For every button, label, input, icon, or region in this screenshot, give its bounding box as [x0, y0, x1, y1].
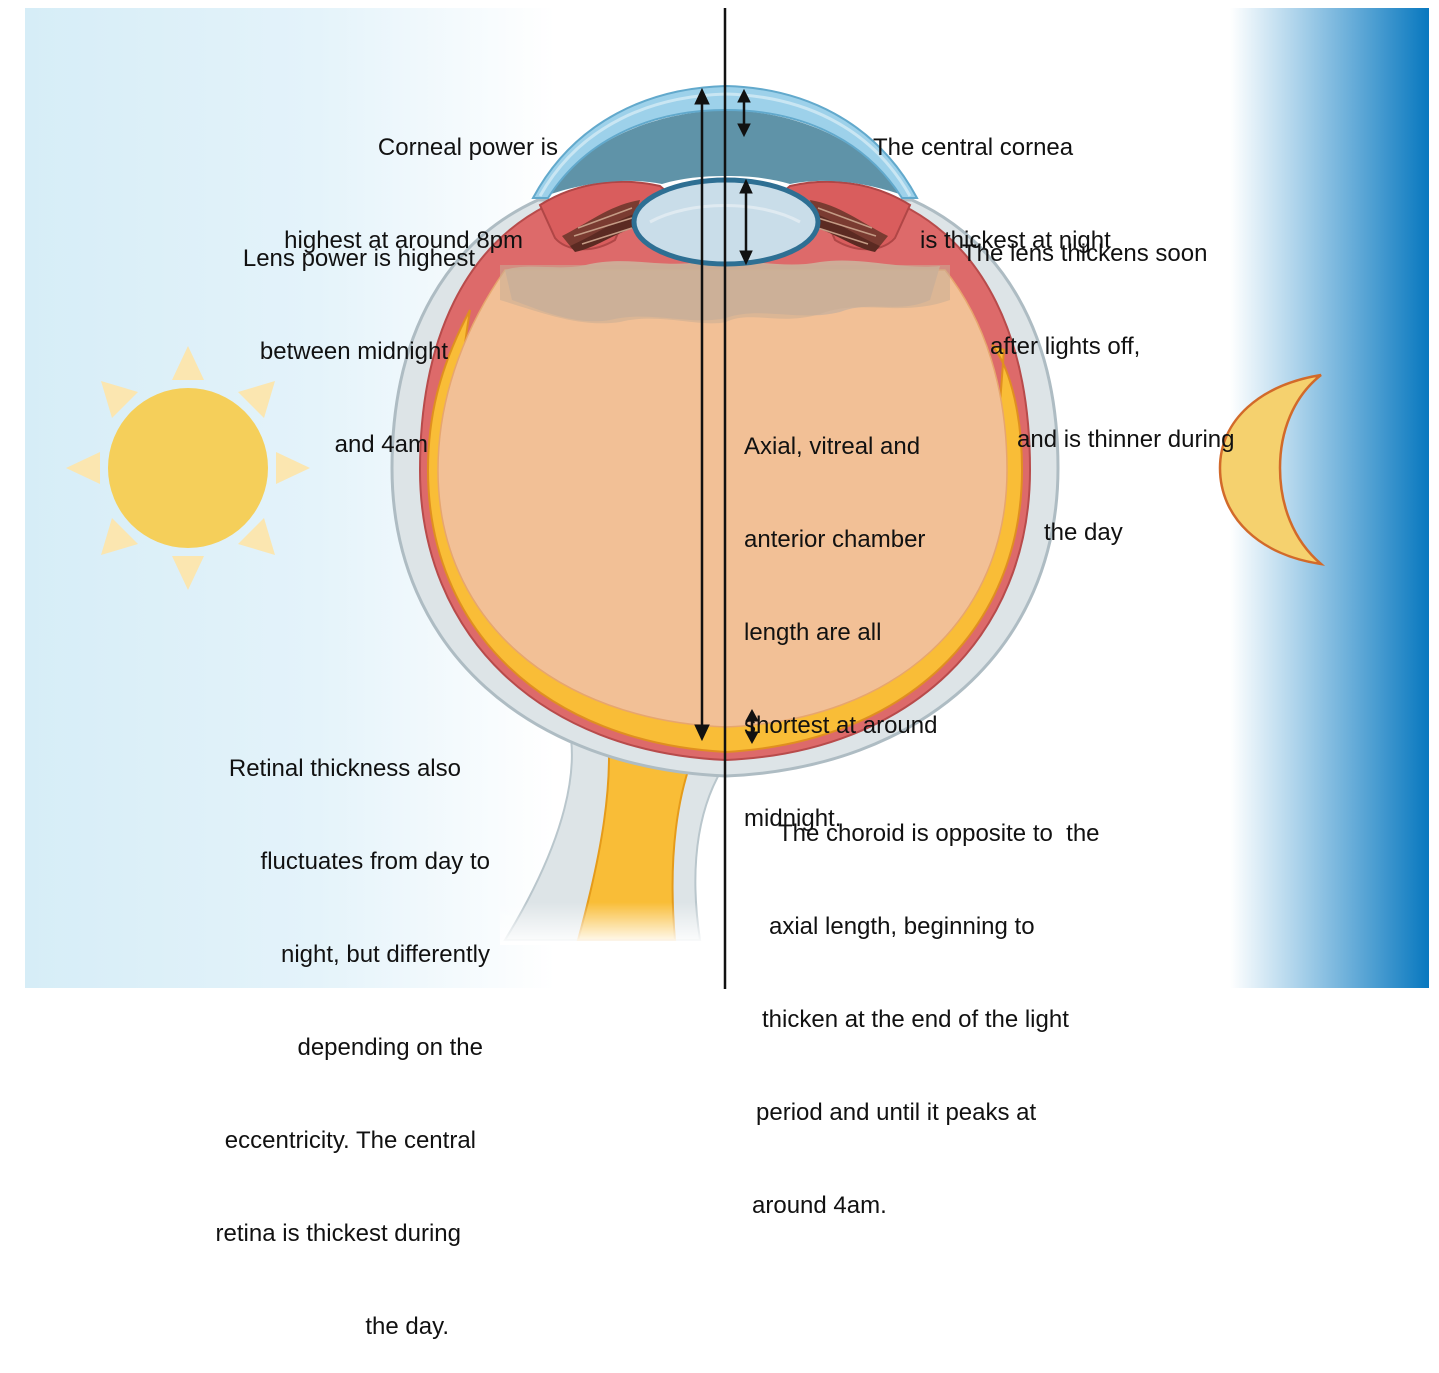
retinal-thickness-label: Retinal thickness also fluctuates from d… [216, 691, 461, 1373]
lens-power-label: Lens power is highest between midnight a… [243, 181, 475, 491]
lens-thickness-label: The lens thickens soon after lights off,… [962, 176, 1234, 579]
choroid-label: The choroid is opposite to the axial len… [752, 756, 1100, 1252]
